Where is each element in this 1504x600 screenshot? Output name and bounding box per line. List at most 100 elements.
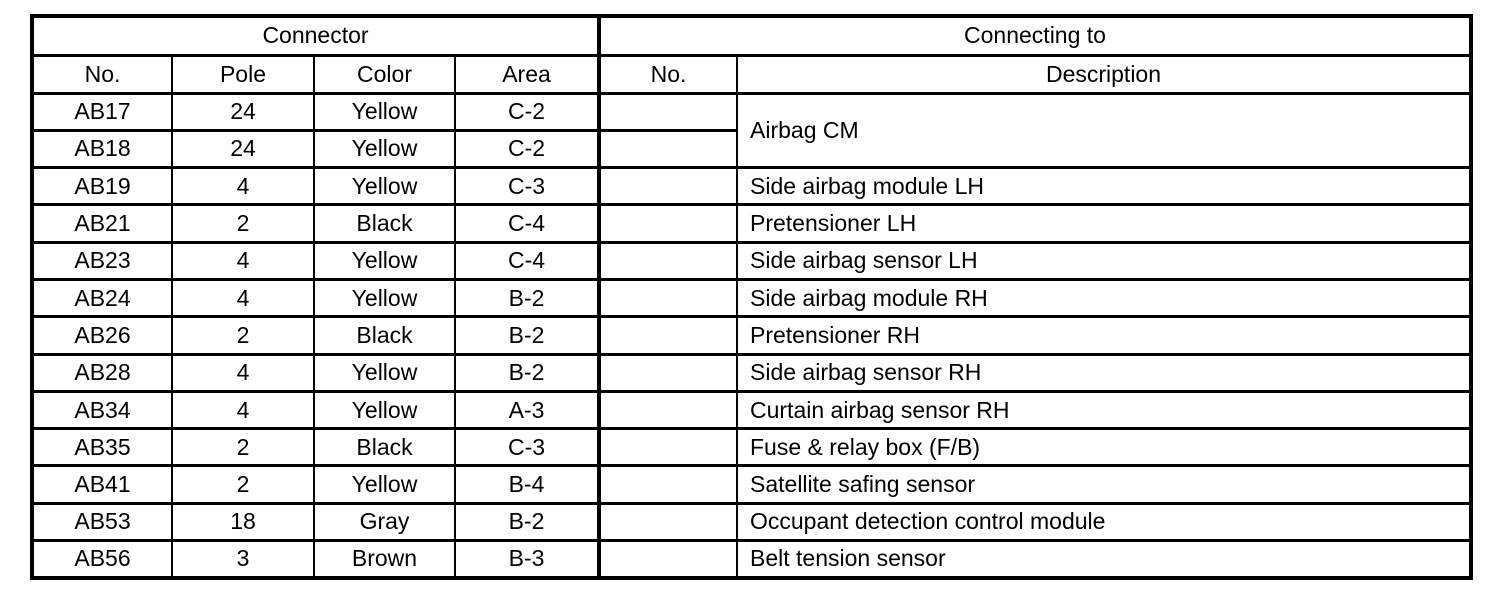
color-cell: Yellow [313,240,456,281]
connecting-no-cell [597,315,738,356]
connector-no-cell: AB24 [31,277,173,319]
pole-cell: 2 [171,427,315,468]
connector-no-cell: AB23 [31,240,173,281]
connector-no-cell: AB53 [31,501,173,543]
pole-cell: 2 [171,203,315,244]
pole-cell: 4 [171,352,315,393]
description-cell: Belt tension sensor [736,539,1472,580]
pole-cell: 24 [171,91,315,132]
connecting-no-cell [597,501,738,543]
group-header-connector: Connector [31,14,600,57]
connector-no-cell: AB34 [31,389,173,431]
area-cell: B-2 [454,501,600,543]
pole-cell: 2 [171,464,315,505]
connector-no-cell: AB21 [31,203,173,244]
description-cell: Side airbag sensor LH [736,240,1472,281]
group-header-connecting-to: Connecting to [597,14,1472,57]
pole-cell: 24 [171,128,315,170]
connecting-no-cell [597,352,738,393]
color-cell: Yellow [313,464,456,505]
description-cell: Side airbag module RH [736,277,1472,319]
col-header-color: Color [313,53,456,95]
connector-no-cell: AB35 [31,427,173,468]
connector-no-cell: AB56 [31,539,173,580]
area-cell: C-3 [454,427,600,468]
color-cell: Yellow [313,352,456,393]
connecting-no-cell [597,166,738,207]
color-cell: Yellow [313,277,456,319]
description-cell: Side airbag module LH [736,166,1472,207]
area-cell: C-4 [454,203,600,244]
description-cell: Fuse & relay box (F/B) [736,427,1472,468]
color-cell: Black [313,203,456,244]
connector-no-cell: AB18 [31,128,173,170]
connector-no-cell: AB19 [31,166,173,207]
pole-cell: 3 [171,539,315,580]
description-cell: Satellite safing sensor [736,464,1472,505]
col-header-connecting-no: No. [597,53,738,95]
column-header-row: No. Pole Color Area No. Description [31,53,1472,95]
area-cell: A-3 [454,389,600,431]
connector-no-cell: AB28 [31,352,173,393]
connecting-no-cell [597,539,738,580]
connecting-no-cell [597,240,738,281]
connecting-no-cell [597,91,738,132]
color-cell: Yellow [313,128,456,170]
area-cell: C-4 [454,240,600,281]
color-cell: Yellow [313,389,456,431]
color-cell: Gray [313,501,456,543]
area-cell: B-3 [454,539,600,580]
description-cell: Occupant detection control module [736,501,1472,543]
description-cell: Side airbag sensor RH [736,352,1472,393]
pole-cell: 4 [171,277,315,319]
description-cell: Airbag CM [736,91,1472,170]
color-cell: Yellow [313,91,456,132]
description-cell: Pretensioner RH [736,315,1472,356]
connecting-no-cell [597,427,738,468]
description-cell: Curtain airbag sensor RH [736,389,1472,431]
pole-cell: 4 [171,166,315,207]
pole-cell: 4 [171,240,315,281]
color-cell: Yellow [313,166,456,207]
table-header: Connector Connecting to No. Pole Color A… [31,14,1472,95]
connecting-no-cell [597,203,738,244]
pole-cell: 4 [171,389,315,431]
connecting-no-cell [597,128,738,170]
area-cell: B-2 [454,352,600,393]
color-cell: Brown [313,539,456,580]
pole-cell: 2 [171,315,315,356]
col-header-description: Description [736,53,1472,95]
connecting-no-cell [597,464,738,505]
connecting-no-cell [597,389,738,431]
area-cell: C-3 [454,166,600,207]
color-cell: Black [313,315,456,356]
connector-table: Connector Connecting to No. Pole Color A… [30,14,1473,580]
connector-no-cell: AB41 [31,464,173,505]
area-cell: B-2 [454,315,600,356]
pole-cell: 18 [171,501,315,543]
area-cell: B-4 [454,464,600,505]
col-header-area: Area [454,53,600,95]
col-header-pole: Pole [171,53,315,95]
area-cell: B-2 [454,277,600,319]
description-cell: Pretensioner LH [736,203,1472,244]
area-cell: C-2 [454,128,600,170]
connector-no-cell: AB17 [31,91,173,132]
col-header-connector-no: No. [31,53,173,95]
area-cell: C-2 [454,91,600,132]
connecting-no-cell [597,277,738,319]
group-header-row: Connector Connecting to [31,14,1472,57]
